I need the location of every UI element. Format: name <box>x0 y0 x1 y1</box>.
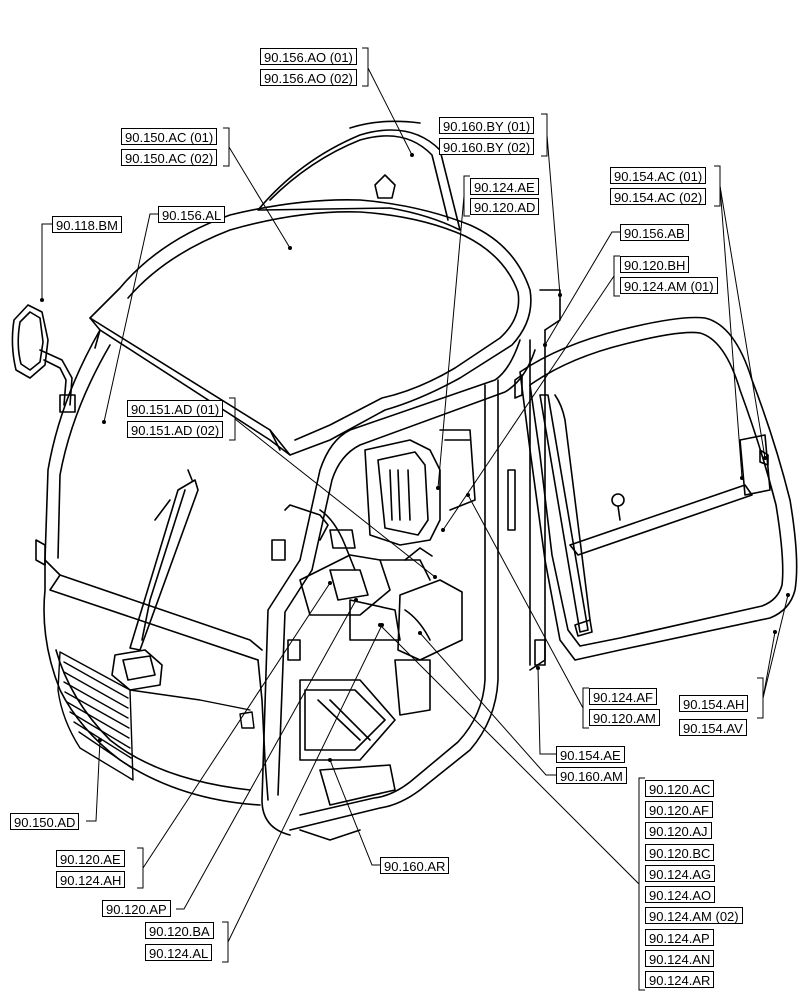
cab-frame <box>261 289 561 836</box>
operator-seat <box>299 429 476 616</box>
label-90-124-ap: 90.124.AP <box>645 929 714 946</box>
label-90-156-al: 90.156.AL <box>158 206 226 223</box>
label-90-120-ac: 90.120.AC <box>645 780 715 797</box>
leader-dots <box>40 153 790 762</box>
label-90-124-ao: 90.124.AO <box>645 886 716 903</box>
label-90-124-ae: 90.124.AE <box>470 178 539 195</box>
label-90-120-aj: 90.120.AJ <box>645 822 712 839</box>
label-90-156-ao-02: 90.156.AO (02) <box>260 69 357 86</box>
label-90-151-ad-01: 90.151.AD (01) <box>127 400 224 417</box>
leader-lines <box>41 47 789 991</box>
label-90-154-ac-01: 90.154.AC (01) <box>610 167 707 184</box>
label-90-160-by-02: 90.160.BY (02) <box>439 138 535 155</box>
label-90-120-ap: 90.120.AP <box>102 900 171 917</box>
label-90-154-ac-02: 90.154.AC (02) <box>610 188 707 205</box>
label-90-124-am-02: 90.124.AM (02) <box>645 907 743 924</box>
label-90-120-am: 90.120.AM <box>589 709 660 726</box>
label-90-160-ar: 90.160.AR <box>380 857 450 874</box>
label-90-156-ao-01: 90.156.AO (01) <box>260 48 357 65</box>
label-90-120-ae: 90.120.AE <box>56 850 125 867</box>
label-90-154-ah: 90.154.AH <box>679 695 749 712</box>
rear-window <box>257 120 461 231</box>
rear-post <box>507 374 546 666</box>
label-90-120-bh: 90.120.BH <box>620 256 690 273</box>
label-90-124-ar: 90.124.AR <box>645 971 715 988</box>
grab-handle <box>271 504 356 571</box>
label-90-124-an: 90.124.AN <box>645 950 715 967</box>
label-90-154-ae: 90.154.AE <box>556 746 625 763</box>
wiper-assembly <box>111 469 199 691</box>
label-90-120-ad: 90.120.AD <box>470 198 540 215</box>
label-90-124-am-01: 90.124.AM (01) <box>620 277 718 294</box>
label-90-124-al: 90.124.AL <box>145 944 213 961</box>
cab-door <box>519 316 798 661</box>
side-console <box>379 547 463 716</box>
front-lower-body <box>257 659 361 841</box>
label-90-120-af: 90.120.AF <box>645 801 713 818</box>
cab-floor <box>287 599 401 806</box>
label-90-120-bc: 90.120.BC <box>645 844 715 861</box>
label-90-150-ad: 90.150.AD <box>10 813 80 830</box>
label-90-124-ah: 90.124.AH <box>56 871 126 888</box>
front-grille <box>57 651 255 781</box>
label-90-150-ac-01: 90.150.AC (01) <box>121 128 218 145</box>
label-90-151-ad-02: 90.151.AD (02) <box>127 421 224 438</box>
label-90-154-av: 90.154.AV <box>679 719 747 736</box>
label-90-160-am: 90.160.AM <box>556 767 627 784</box>
label-90-124-ag: 90.124.AG <box>645 865 716 882</box>
label-90-150-ac-02: 90.150.AC (02) <box>121 149 218 166</box>
label-90-118-bm: 90.118.BM <box>52 216 122 233</box>
label-90-120-ba: 90.120.BA <box>145 922 214 939</box>
label-90-160-by-01: 90.160.BY (01) <box>439 117 535 134</box>
side-mirror <box>11 304 76 413</box>
label-90-124-af: 90.124.AF <box>589 688 657 705</box>
label-90-156-ab: 90.156.AB <box>620 224 689 241</box>
